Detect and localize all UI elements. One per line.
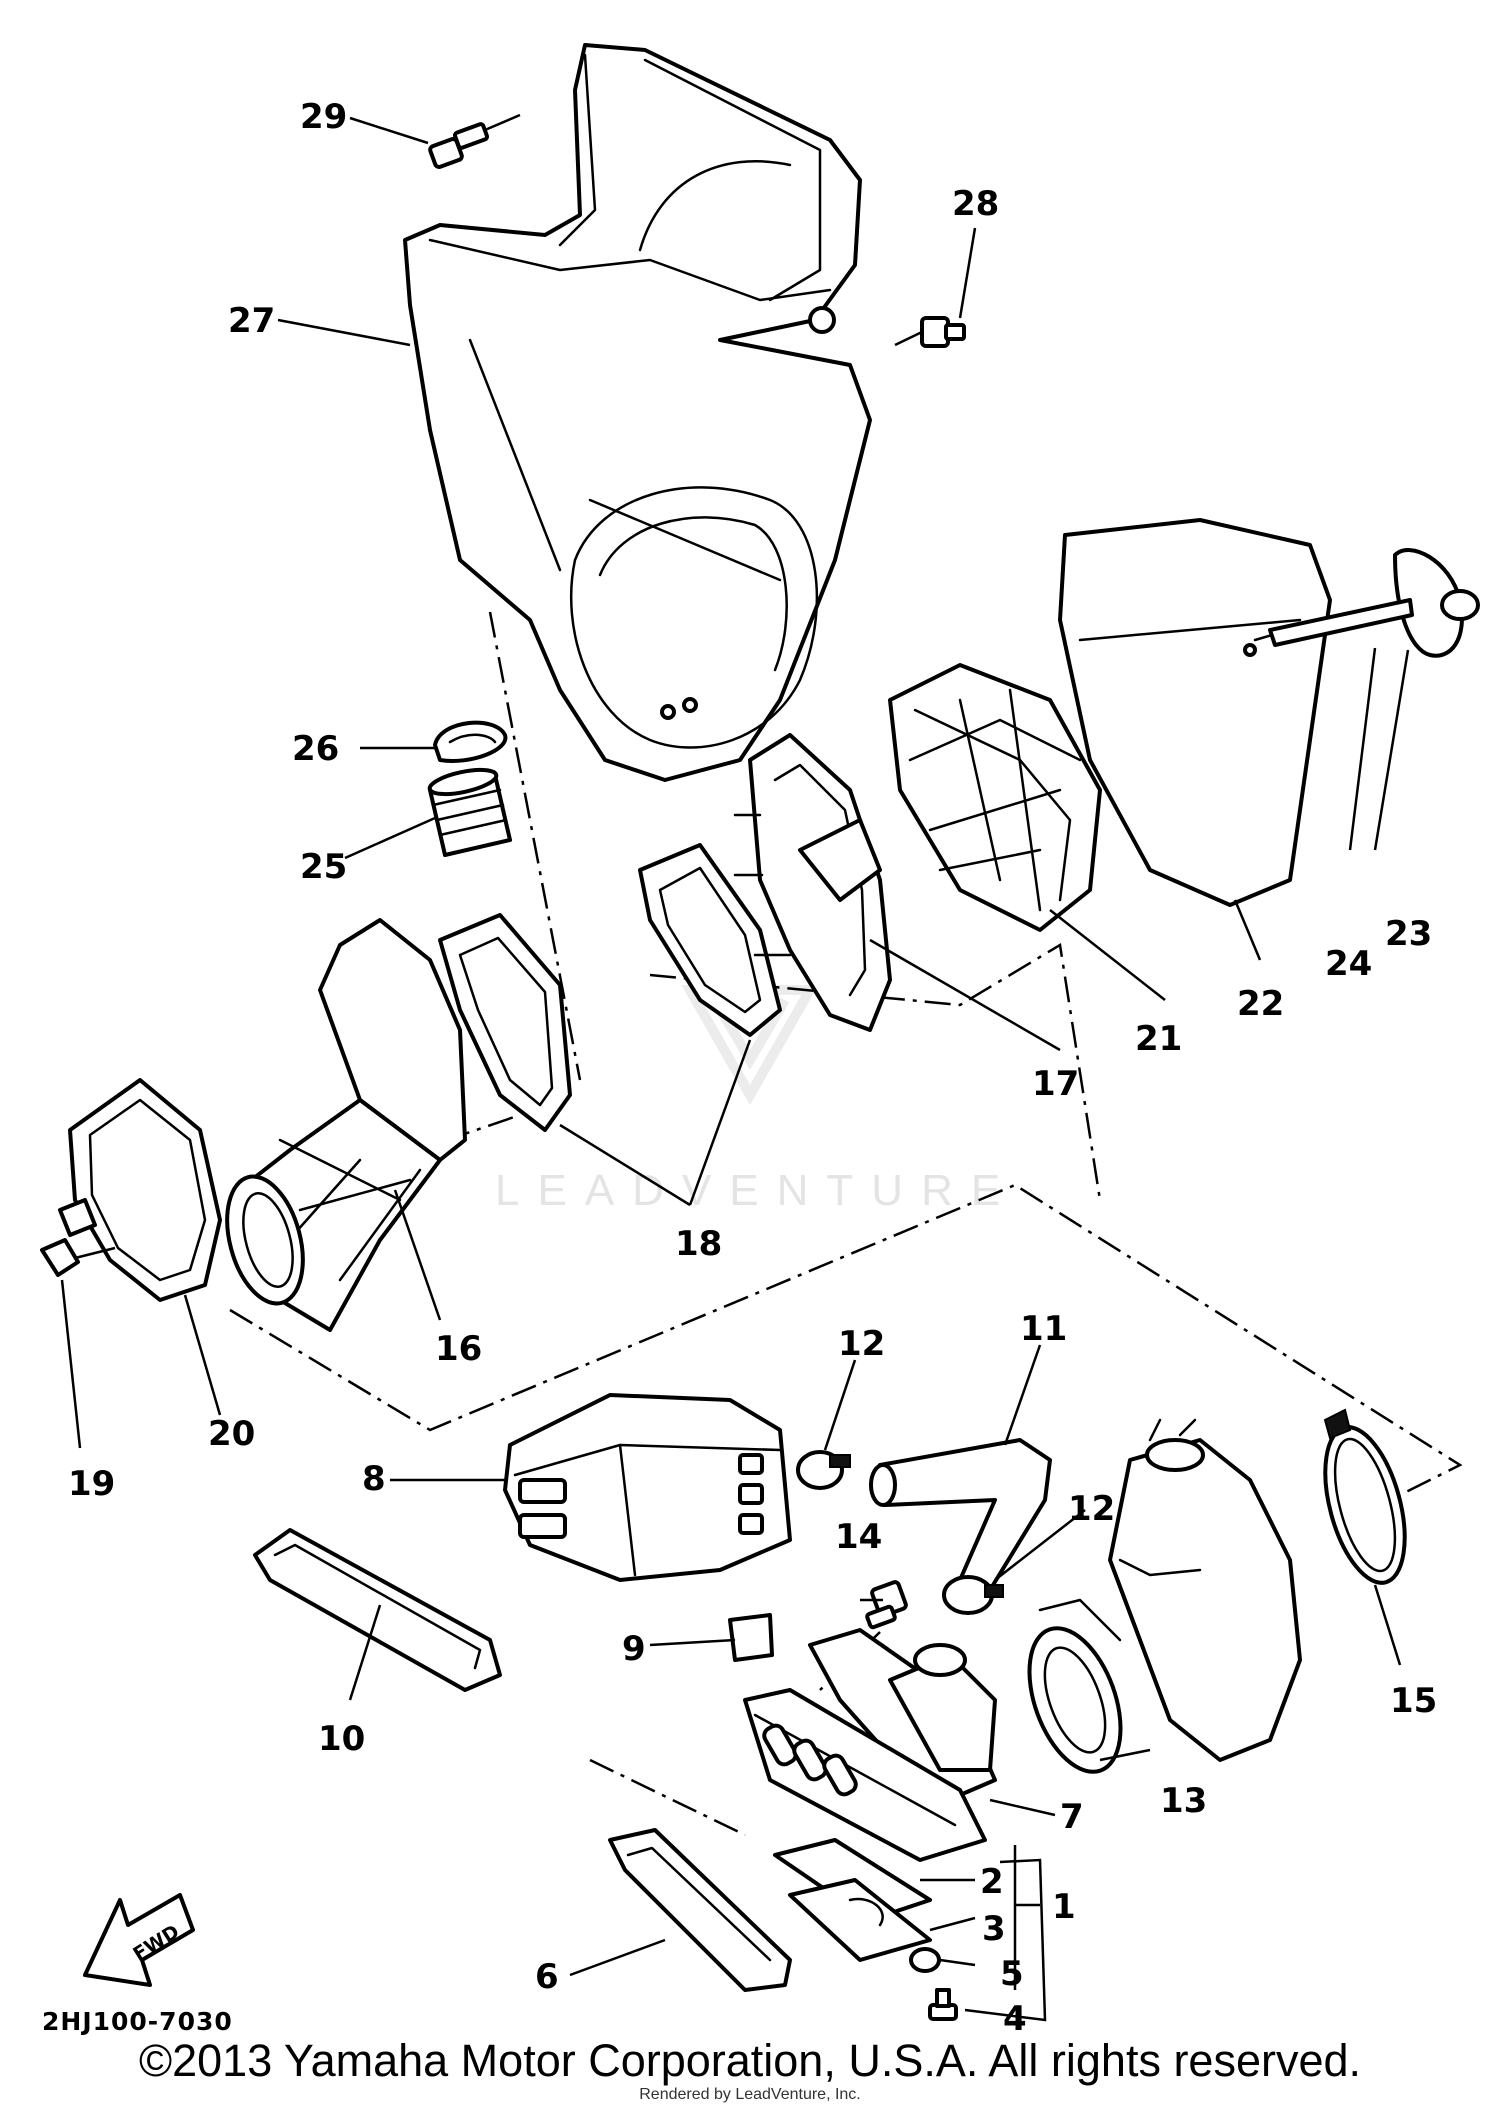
air-box bbox=[403, 43, 872, 782]
copyright-notice: ©2013 Yamaha Motor Corporation, U.S.A. A… bbox=[138, 2035, 1362, 2086]
gasket-18-upper bbox=[638, 843, 782, 1037]
gasket-6 bbox=[608, 1828, 792, 1992]
carburetor bbox=[1108, 1418, 1302, 1762]
knob-26 bbox=[1393, 548, 1480, 658]
callout-22: 20 bbox=[208, 1414, 255, 1454]
callout-4: 4 bbox=[1003, 1999, 1027, 2039]
duct-16 bbox=[225, 918, 467, 1332]
callout-1: 1 bbox=[1052, 1887, 1076, 1927]
clamp-12-lower bbox=[942, 1575, 1004, 1615]
bolt-29 bbox=[428, 113, 521, 169]
callout-8: 8 bbox=[362, 1459, 386, 1499]
bolt-14 bbox=[865, 1580, 908, 1630]
callout-5: 5 bbox=[1000, 1954, 1024, 1994]
callout-26: 23 bbox=[1385, 914, 1432, 954]
hose-11 bbox=[869, 1438, 1052, 1592]
bolt-23 bbox=[40, 1238, 116, 1277]
clamp-12-upper bbox=[796, 1450, 851, 1490]
callout-16: 16 bbox=[435, 1329, 482, 1369]
callout-10: 10 bbox=[318, 1719, 365, 1759]
fwd-arrow-icon: FWD bbox=[83, 1893, 195, 1987]
callout-12-upper: 12 bbox=[838, 1324, 885, 1364]
callout-17: 17 bbox=[1032, 1064, 1079, 1104]
callout-24: 22 bbox=[1237, 984, 1284, 1024]
gasket-18-lower bbox=[438, 913, 572, 1132]
clamp-15 bbox=[1323, 1408, 1407, 1585]
reed-valve-1 bbox=[743, 1688, 987, 1862]
stopper-3 bbox=[788, 1878, 932, 1962]
callout-25: 21 bbox=[1135, 1019, 1182, 1059]
bolt-28 bbox=[894, 316, 966, 348]
callout-18: 18 bbox=[675, 1224, 722, 1264]
callouts: 29 28 27 26 25 23 24 22 21 17 18 16 20 1… bbox=[68, 97, 1437, 2039]
boot-19 bbox=[427, 767, 512, 857]
callout-7: 7 bbox=[1060, 1797, 1084, 1837]
callout-23: 19 bbox=[68, 1464, 115, 1504]
screw-4 bbox=[928, 1988, 958, 2021]
callout-19: 25 bbox=[300, 847, 347, 887]
callout-28: 28 bbox=[952, 184, 999, 224]
callout-11: 11 bbox=[1020, 1309, 1067, 1349]
rendered-by-notice: Rendered by LeadVenture, Inc. bbox=[639, 2086, 861, 2103]
callout-6: 6 bbox=[535, 1957, 559, 1997]
callout-20: 26 bbox=[292, 729, 339, 769]
watermark-text: LEADVENTURE bbox=[495, 1166, 1018, 1215]
bolt-27 bbox=[1253, 598, 1414, 647]
washer-5 bbox=[909, 1947, 941, 1973]
callout-12-lower: 12 bbox=[1068, 1489, 1115, 1529]
diagram-code: 2HJ100-7030 bbox=[42, 2007, 233, 2036]
callout-21: 27 bbox=[228, 301, 275, 341]
cover-22 bbox=[58, 1078, 222, 1302]
leader-lines bbox=[60, 116, 1410, 2022]
callout-15: 15 bbox=[1390, 1681, 1437, 1721]
filter-24 bbox=[1058, 518, 1332, 907]
manifold-7 bbox=[808, 1628, 997, 1797]
cage-25 bbox=[888, 663, 1102, 932]
cover-8 bbox=[503, 1393, 792, 1582]
clip-20 bbox=[433, 720, 508, 763]
callout-27: 24 bbox=[1325, 944, 1372, 984]
callout-14: 14 bbox=[835, 1517, 882, 1557]
callout-13: 13 bbox=[1160, 1781, 1207, 1821]
callout-9: 9 bbox=[622, 1629, 646, 1669]
callout-29: 29 bbox=[300, 97, 347, 137]
callout-2: 2 bbox=[980, 1862, 1004, 1902]
label-9 bbox=[728, 1613, 774, 1662]
callout-3: 3 bbox=[982, 1909, 1006, 1949]
joint-13 bbox=[1027, 1598, 1123, 1774]
plate-17 bbox=[733, 733, 892, 1032]
